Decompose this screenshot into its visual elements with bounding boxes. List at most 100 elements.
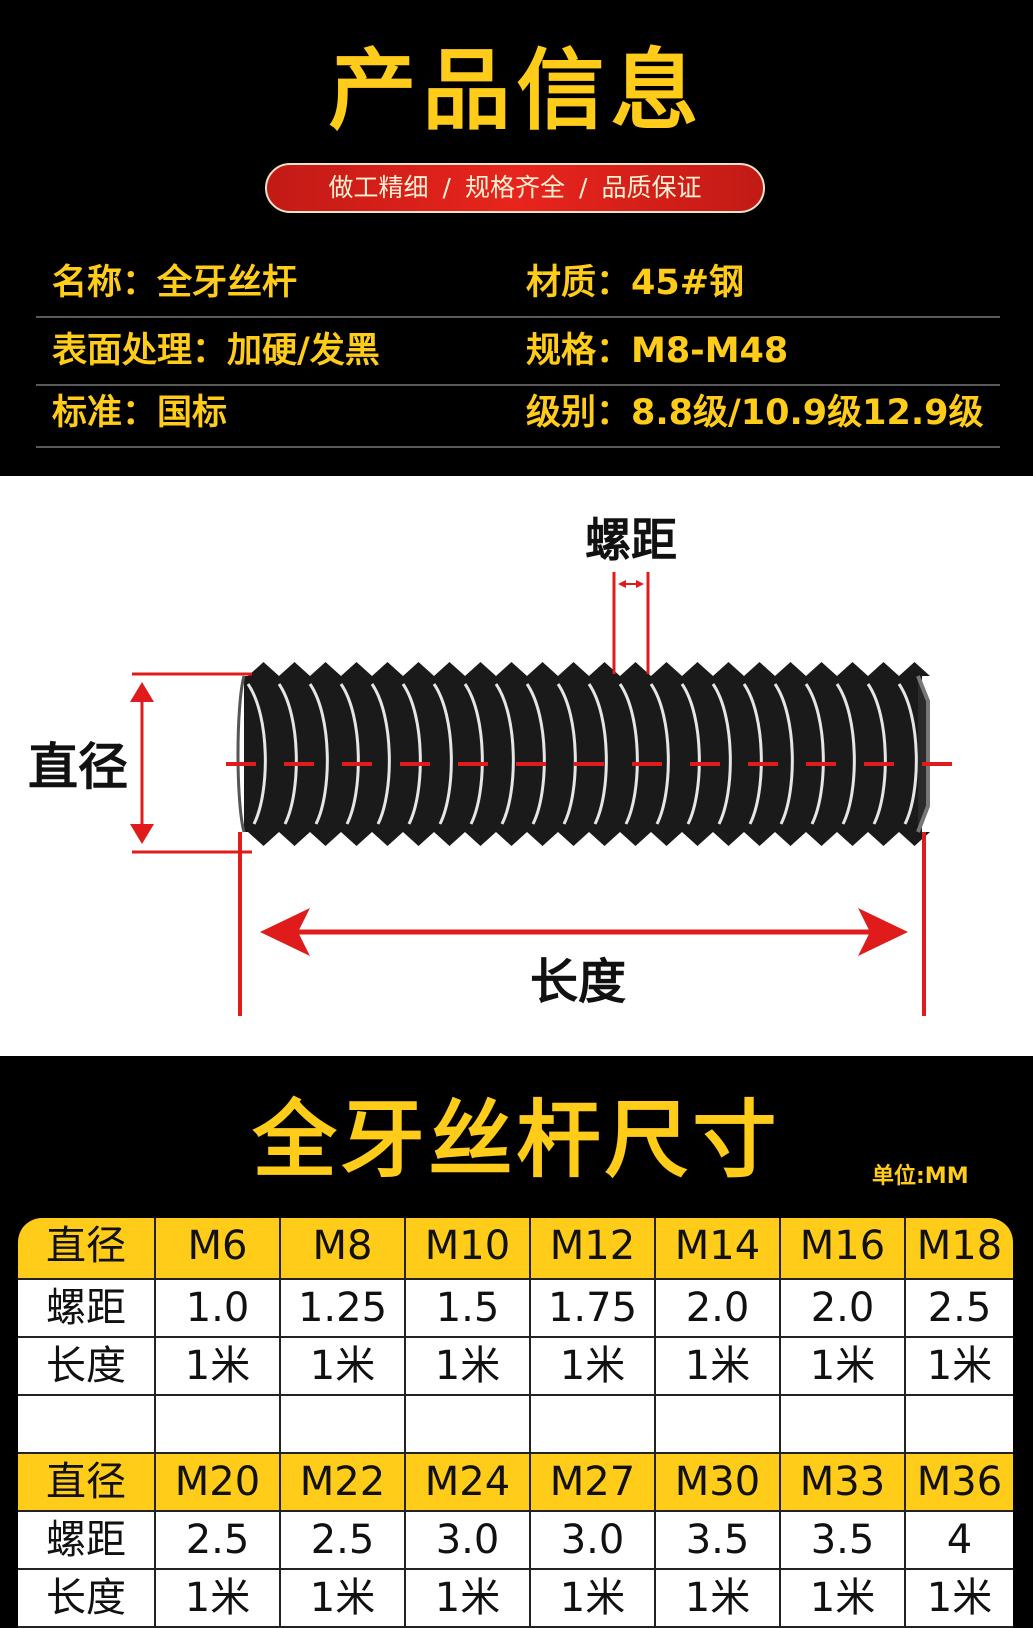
table-cell: 3.0 — [531, 1512, 656, 1570]
thread-tooth — [682, 662, 713, 676]
thread-crest — [711, 683, 732, 825]
thread-tooth — [775, 662, 806, 676]
thread-crest — [680, 683, 701, 825]
thread-tooth — [589, 832, 620, 846]
thread-crest — [494, 683, 515, 825]
table-cell: 1米 — [156, 1570, 281, 1628]
table-cell: 2.0 — [781, 1280, 906, 1338]
thread-tooth — [527, 662, 558, 676]
spec-size: 规格：M8-M48 — [526, 331, 789, 371]
table-cell: 2.5 — [906, 1280, 1013, 1338]
thread-crest — [277, 683, 298, 825]
thread-tooth — [775, 832, 806, 846]
spec-row: 表面处理：加硬/发黑 规格：M8-M48 — [36, 318, 1000, 386]
thread-tooth — [341, 832, 372, 846]
table-cell: 1米 — [406, 1338, 531, 1396]
table-row-pitch: 螺距 2.5 2.5 3.0 3.0 3.5 3.5 4 — [18, 1512, 1013, 1570]
separator: / — [442, 173, 451, 202]
empty-cell — [656, 1396, 781, 1454]
table-cell: 1米 — [406, 1570, 531, 1628]
table-cell: 1米 — [281, 1570, 406, 1628]
table-cell: 1.5 — [406, 1280, 531, 1338]
diameter-dimension — [130, 672, 252, 854]
unit-label: 单位:MM — [872, 1164, 969, 1189]
page-title: 产品信息 — [328, 39, 705, 142]
thread-tooth — [279, 832, 310, 846]
table-cell: 1米 — [781, 1570, 906, 1628]
table-row-pitch: 螺距 1.0 1.25 1.5 1.75 2.0 2.0 2.5 — [18, 1280, 1013, 1338]
table-cell: 1米 — [656, 1338, 781, 1396]
table-cell: 4 — [906, 1512, 1013, 1570]
table-cell: 1.75 — [531, 1280, 656, 1338]
table-cell: M20 — [156, 1454, 281, 1512]
table-cell: M16 — [781, 1218, 906, 1280]
table-cell: M8 — [281, 1218, 406, 1280]
thread-tooth — [434, 832, 465, 846]
thread-crest — [432, 683, 453, 825]
thread-crest — [308, 683, 329, 825]
table-cell: M36 — [906, 1454, 1013, 1512]
table-cell: M24 — [406, 1454, 531, 1512]
spec-row: 标准：国标 级别：8.8级/10.9级12.9级 — [36, 380, 1000, 448]
table-cell: M27 — [531, 1454, 656, 1512]
thread-tooth — [496, 832, 527, 846]
thread-tooth — [341, 662, 372, 676]
thread-tooth — [403, 832, 434, 846]
table-cell: 1米 — [906, 1570, 1013, 1628]
thread-tooth — [248, 832, 279, 846]
table-cell: 2.0 — [656, 1280, 781, 1338]
thread-crest — [897, 683, 918, 825]
thread-tooth — [651, 832, 682, 846]
table-cell: 1米 — [531, 1338, 656, 1396]
empty-cell — [156, 1396, 281, 1454]
thread-tooth — [248, 662, 279, 676]
table-row-length: 长度 1米 1米 1米 1米 1米 1米 1米 — [18, 1570, 1013, 1628]
thread-tooth — [465, 832, 496, 846]
thread-crest — [649, 683, 670, 825]
separator: / — [579, 173, 588, 202]
empty-cell — [781, 1396, 906, 1454]
thread-tooth — [837, 832, 868, 846]
thread-crest — [804, 683, 825, 825]
thread-tooth — [310, 832, 341, 846]
spec-surface: 表面处理：加硬/发黑 — [52, 331, 380, 371]
empty-cell — [906, 1396, 1013, 1454]
thread-tooth — [651, 662, 682, 676]
thread-tooth — [744, 832, 775, 846]
feature-3: 品质保证 — [601, 173, 702, 202]
table-cell: 1米 — [156, 1338, 281, 1396]
row-label: 螺距 — [18, 1512, 156, 1570]
length-label: 长度 — [530, 954, 626, 1010]
thread-crest — [618, 683, 639, 825]
table-cell: 1米 — [531, 1570, 656, 1628]
empty-cell — [531, 1396, 656, 1454]
table-cell: M22 — [281, 1454, 406, 1512]
feature-pill: 做工精细/规格齐全/品质保证 — [265, 163, 765, 213]
table-cell: 1.25 — [281, 1280, 406, 1338]
table-cell: 1.0 — [156, 1280, 281, 1338]
table-cell: 3.0 — [406, 1512, 531, 1570]
thread-tooth — [372, 832, 403, 846]
product-info-section — [0, 0, 1033, 476]
row-label: 直径 — [18, 1454, 156, 1512]
thread-crest — [246, 683, 267, 825]
thread-tooth — [713, 832, 744, 846]
thread-tooth — [868, 662, 899, 676]
table-row-length: 长度 1米 1米 1米 1米 1米 1米 1米 — [18, 1338, 1013, 1396]
thread-crest — [463, 683, 484, 825]
thread-crest — [587, 683, 608, 825]
pitch-dimension — [612, 572, 650, 674]
table-row-diameter: 直径 M6 M8 M10 M12 M14 M16 M18 — [18, 1218, 1013, 1280]
thread-tooth — [806, 662, 837, 676]
feature-2: 规格齐全 — [464, 173, 565, 202]
thread-tooth — [868, 832, 899, 846]
row-label: 长度 — [18, 1338, 156, 1396]
thread-crest — [866, 683, 887, 825]
threaded-rod — [236, 662, 930, 846]
thread-tooth — [620, 832, 651, 846]
diameter-label: 直径 — [28, 738, 128, 796]
table-cell: 2.5 — [281, 1512, 406, 1570]
size-table: 直径 M6 M8 M10 M12 M14 M16 M18 螺距 1.0 1.25… — [18, 1218, 1013, 1628]
thread-tooth — [310, 662, 341, 676]
pitch-label: 螺距 — [585, 513, 677, 567]
